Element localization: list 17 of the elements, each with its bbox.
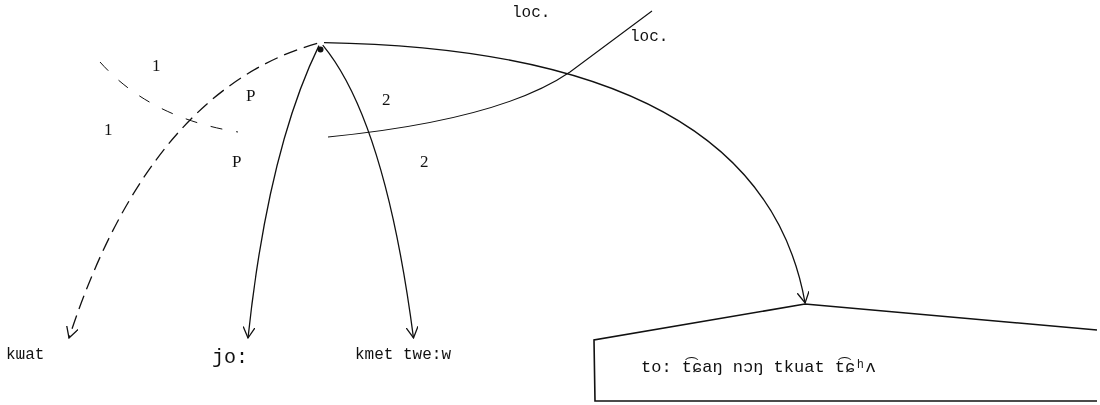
branch-label: 1 — [152, 56, 161, 76]
arrow — [242, 45, 320, 339]
branch-label: 2 — [382, 90, 391, 110]
phrase-text: to: t͡ɕaŋ nɔŋ tkuat t͡ɕʰʌ — [641, 358, 876, 377]
branch-label: P — [232, 152, 242, 172]
boundary-label: loc. — [630, 28, 669, 46]
arrow — [66, 42, 318, 339]
arrow — [323, 41, 809, 304]
word-text: kmet twe:w — [355, 346, 451, 364]
branch-label: P — [246, 86, 256, 106]
phrase-box — [593, 303, 1098, 403]
word-text: kɯat — [6, 346, 45, 364]
arrow — [322, 44, 419, 339]
branch-label: 2 — [420, 152, 429, 172]
boundary-label: loc. — [512, 4, 551, 22]
word-text: jo: — [212, 346, 248, 369]
branch-label: 1 — [104, 120, 113, 140]
